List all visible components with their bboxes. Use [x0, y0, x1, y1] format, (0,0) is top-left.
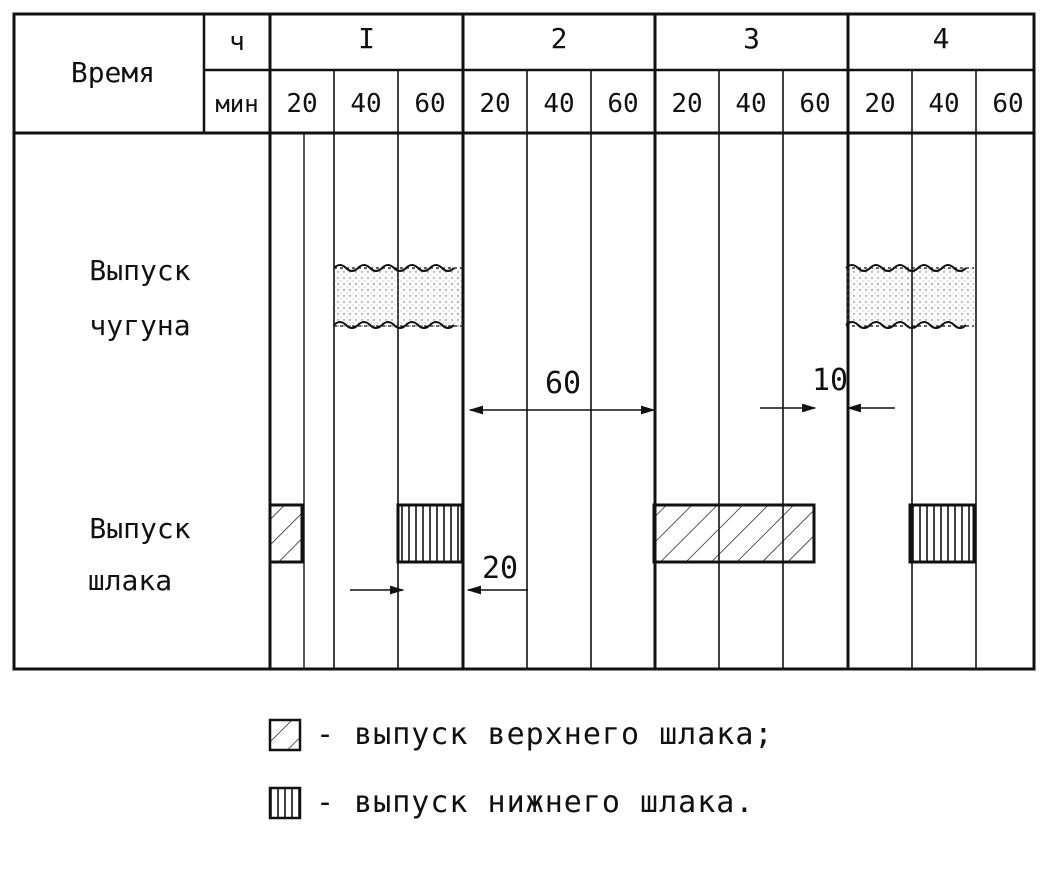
iron-tapping-bar — [333, 264, 462, 329]
diagonal-hatch-icon — [268, 718, 302, 751]
hour-label-1: I — [358, 22, 375, 55]
iron-tapping-label-line2: чугуна — [89, 309, 190, 342]
lower-slag-tapping-bar — [908, 503, 976, 564]
dimension-label-10: 10 — [812, 363, 848, 398]
minute-label: 60 — [992, 89, 1023, 119]
minutes-unit-label: мин — [215, 90, 258, 118]
dimension-label-20: 20 — [482, 551, 518, 586]
hour-label-3: 3 — [743, 22, 760, 55]
dimension-label-60: 60 — [545, 366, 581, 401]
lower-slag-tapping-bar — [396, 503, 464, 564]
minute-label: 60 — [799, 89, 830, 119]
hours-unit-label: ч — [229, 27, 245, 57]
table-frame — [12, 12, 1036, 671]
legend-upper-slag: - выпуск верхнего шлака; — [268, 717, 773, 752]
minute-label: 20 — [479, 89, 510, 119]
vertical-hatch-icon — [268, 786, 302, 819]
minute-label: 20 — [286, 89, 317, 119]
legend-upper-slag-text: - выпуск верхнего шлака; — [316, 717, 774, 752]
minute-label: 20 — [671, 89, 702, 119]
minute-label: 20 — [864, 89, 895, 119]
upper-slag-tapping-bar — [268, 503, 304, 564]
minute-label: 40 — [735, 89, 766, 119]
time-label: Время — [71, 56, 155, 89]
minute-label: 40 — [543, 89, 574, 119]
hour-label-4: 4 — [933, 22, 950, 55]
iron-tapping-bar — [845, 264, 974, 329]
slag-tapping-label-line2: шлака — [88, 564, 172, 597]
upper-slag-tapping-bar — [652, 503, 816, 564]
minute-label: 60 — [414, 89, 445, 119]
slag-tapping-label-line1: Выпуск — [89, 512, 190, 545]
legend-lower-slag: - выпуск нижнего шлака. — [268, 785, 754, 820]
minute-label: 40 — [350, 89, 381, 119]
hour-label-2: 2 — [551, 22, 568, 55]
minute-label: 60 — [607, 89, 638, 119]
legend-lower-slag-text: - выпуск нижнего шлака. — [316, 785, 755, 820]
minute-label: 40 — [928, 89, 959, 119]
iron-tapping-label-line1: Выпуск — [89, 254, 190, 287]
